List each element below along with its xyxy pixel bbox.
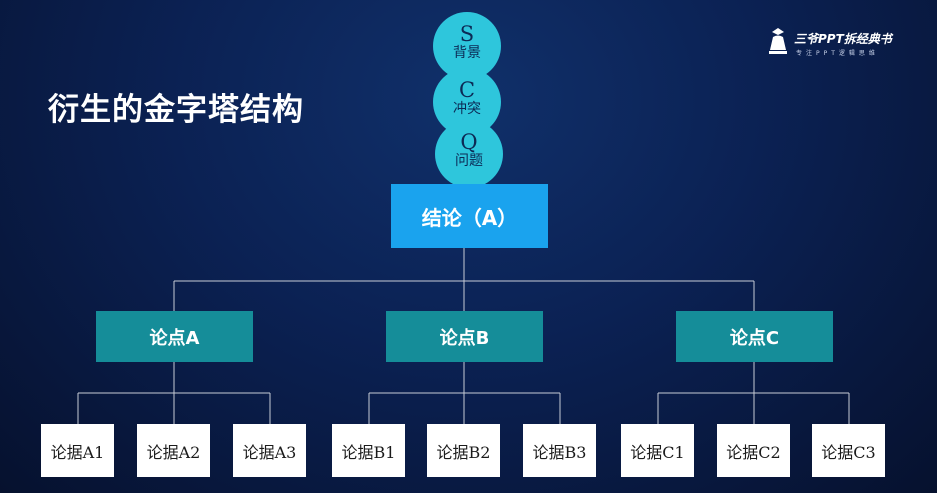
logo-title: 三爷PPT拆经典书	[794, 32, 892, 46]
scq-letter: S	[459, 22, 475, 46]
point-b-box: 论点B	[386, 311, 543, 362]
conclusion-box: 结论（A）	[391, 184, 548, 248]
scq-letter: Q	[460, 130, 478, 154]
evidence-b1-box: 论据B1	[332, 424, 405, 477]
evidence-a1-box: 论据A1	[41, 424, 114, 477]
scq-circle-q: Q 问题	[435, 120, 503, 188]
scq-circle-s: S 背景	[433, 12, 501, 80]
evidence-a3-box: 论据A3	[233, 424, 306, 477]
page-title: 衍生的金字塔结构	[48, 92, 304, 128]
brand-logo: 三爷PPT拆经典书 专注PPT逻辑思维	[766, 26, 916, 60]
bell-logo-icon	[769, 28, 787, 54]
evidence-b2-box: 论据B2	[427, 424, 500, 477]
evidence-c1-box: 论据C1	[621, 424, 694, 477]
scq-label: 冲突	[453, 101, 481, 117]
scq-letter: C	[458, 78, 476, 102]
evidence-c3-box: 论据C3	[812, 424, 885, 477]
point-a-box: 论点A	[96, 311, 253, 362]
scq-label: 背景	[453, 45, 481, 61]
point-c-box: 论点C	[676, 311, 833, 362]
scq-label: 问题	[455, 153, 483, 169]
evidence-c2-box: 论据C2	[717, 424, 790, 477]
logo-subtitle: 专注PPT逻辑思维	[796, 50, 879, 57]
evidence-a2-box: 论据A2	[137, 424, 210, 477]
evidence-b3-box: 论据B3	[523, 424, 596, 477]
